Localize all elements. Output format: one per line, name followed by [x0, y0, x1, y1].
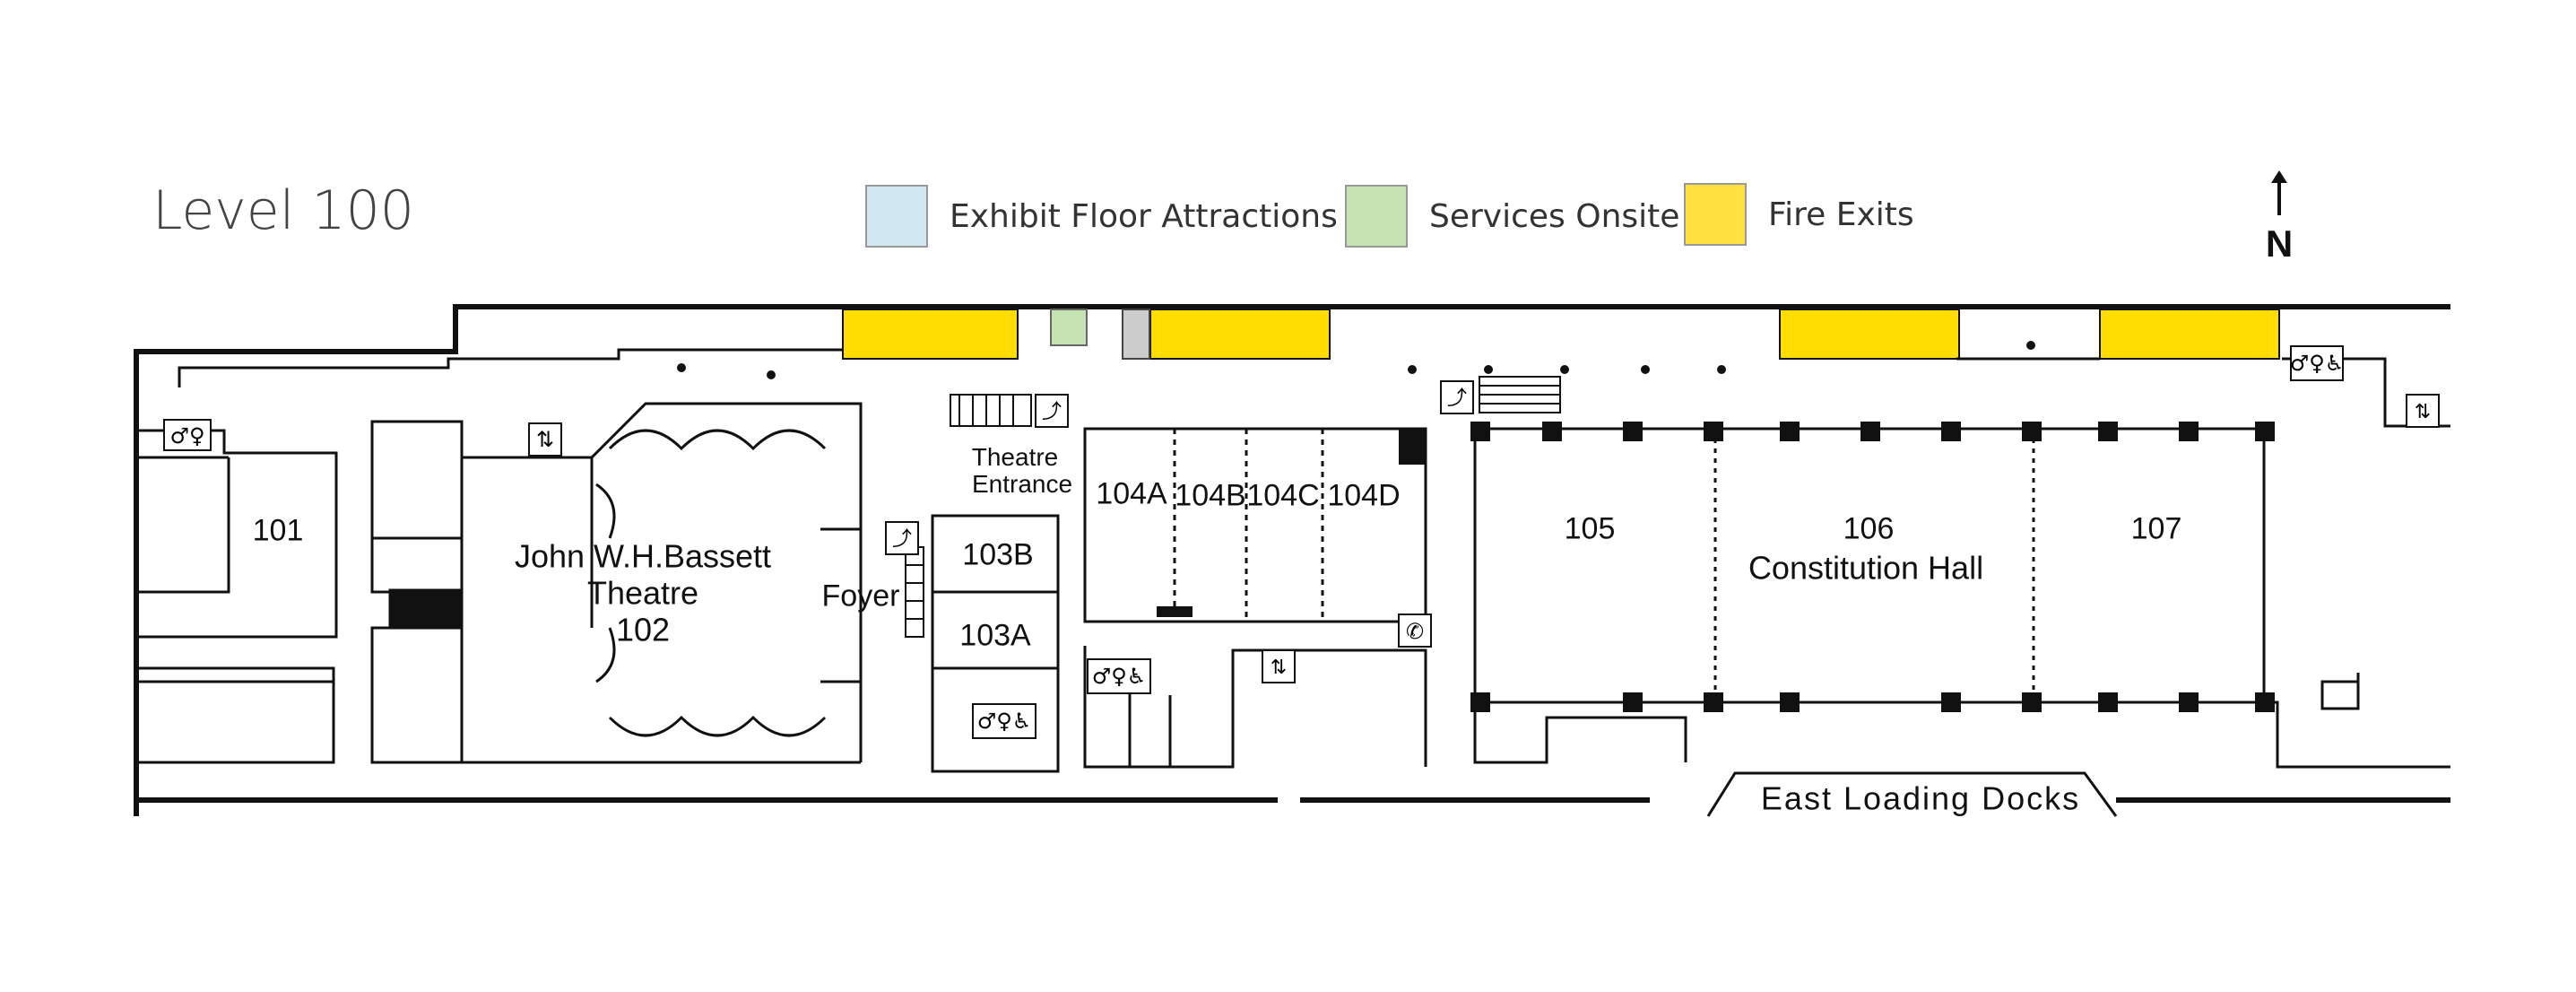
- escalator-icon: ⤴: [1035, 394, 1069, 428]
- north-indicator: N: [2252, 170, 2306, 265]
- room-104b-label: 104B: [1175, 478, 1246, 513]
- svg-text:⤴: ⤴: [1042, 401, 1062, 423]
- building-outline: [134, 304, 2450, 816]
- map-title: Level 100: [152, 179, 414, 242]
- elevator-icon: ⇅: [1262, 649, 1296, 683]
- escalator-icon: ⤴: [885, 521, 919, 555]
- legend-label-fire: Fire Exits: [1768, 196, 1914, 233]
- legend-label-exhibit: Exhibit Floor Attractions: [950, 197, 1338, 235]
- legend-fire-exits: Fire Exits: [1684, 183, 1914, 246]
- theatre-seating: [595, 429, 827, 737]
- north-arrow-icon: [2271, 170, 2287, 215]
- svg-text:♂♀: ♂♀: [169, 423, 204, 448]
- theatre-entrance-label-1: Theatre: [971, 442, 1059, 471]
- restroom-icon: ♂♀♿: [972, 703, 1036, 739]
- elevator-icon: ⇅: [2406, 394, 2440, 428]
- svg-text:♂♀♿: ♂♀♿: [977, 709, 1032, 734]
- coat-check-icon: [1050, 309, 1088, 346]
- fire-exit-2: [1149, 309, 1331, 360]
- room-103a-label: 103A: [959, 618, 1031, 653]
- room-103b-label: 103B: [962, 537, 1034, 572]
- legend-services: Services Onsite: [1345, 185, 1679, 248]
- foyer-label: Foyer: [821, 579, 900, 613]
- restroom-icon: ♂♀♿: [2290, 345, 2345, 381]
- room-106-label: 106: [1843, 511, 1895, 546]
- fire-exits: [842, 309, 2280, 360]
- corridor-columns: [677, 341, 2035, 379]
- legend-swatch-exhibit: [865, 185, 928, 248]
- room-104c-label: 104C: [1246, 478, 1320, 513]
- theatre-entrance-label-2: Entrance: [971, 469, 1073, 498]
- restroom-icon: ♂♀: [163, 419, 212, 451]
- svg-text:⇅: ⇅: [2415, 401, 2431, 423]
- legend-exhibit: Exhibit Floor Attractions: [865, 185, 1338, 248]
- escalator-icon: ⤴: [1440, 380, 1474, 414]
- fire-exit-4: [2099, 309, 2280, 360]
- hall-columns: [1157, 422, 2275, 712]
- svg-text:⤴: ⤴: [892, 528, 912, 551]
- service-icons: ♂♀ ⇅ ⤴ ⤴ ⤴ ♂♀♿ ♂♀♿ ⇅: [163, 345, 2440, 739]
- room-105-label: 105: [1564, 511, 1616, 546]
- svg-text:⇅: ⇅: [536, 427, 554, 452]
- legend-swatch-fire: [1684, 183, 1747, 246]
- east-loading-docks-label: East Loading Docks: [1760, 779, 2081, 817]
- theatre-name-label: John W.H.Bassett: [514, 537, 772, 575]
- room-104d-label: 104D: [1327, 478, 1401, 513]
- svg-text:⇅: ⇅: [1271, 657, 1287, 679]
- svg-text:✆: ✆: [1406, 619, 1424, 644]
- room-107-label: 107: [2130, 511, 2182, 546]
- room-104a-label: 104A: [1096, 476, 1167, 511]
- phone-icon: ✆: [1398, 613, 1432, 648]
- legend-label-services: Services Onsite: [1429, 197, 1680, 235]
- elevator-icon: ⇅: [528, 422, 562, 457]
- svg-text:♂♀♿: ♂♀♿: [2290, 351, 2345, 376]
- fire-exit-3: [1779, 309, 1960, 360]
- svg-text:♂♀♿: ♂♀♿: [1092, 664, 1147, 689]
- restroom-icon: ♂♀♿: [1087, 658, 1151, 694]
- legend-swatch-services: [1345, 185, 1408, 248]
- room-101-label: 101: [252, 513, 304, 548]
- constitution-hall-label: Constitution Hall: [1748, 549, 1984, 587]
- loading-docks-outline: [1706, 771, 2118, 817]
- walls: [134, 348, 2450, 773]
- north-label: N: [2265, 222, 2294, 265]
- room-102-label: 102: [615, 611, 671, 648]
- svg-text:⤴: ⤴: [1447, 387, 1467, 410]
- theatre-word-label: Theatre: [586, 574, 699, 612]
- fire-exit-1: [842, 309, 1019, 360]
